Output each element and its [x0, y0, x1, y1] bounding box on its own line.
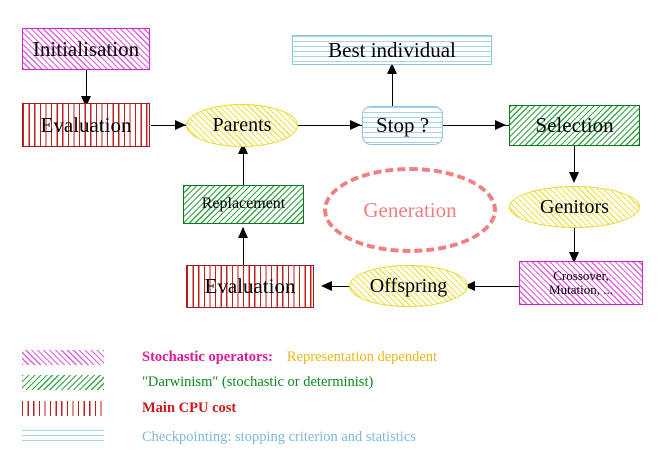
arrowhead-evaluation-to-parents [175, 120, 186, 130]
legend-text-checkpointing: Checkpointing: stopping criterion and st… [142, 429, 416, 445]
arrowhead-parents-to-stop [350, 120, 361, 130]
node-offspring[interactable]: Offspring [349, 265, 468, 307]
connector-offspring-to-evaluation [325, 286, 367, 287]
legend-label-stochastic-operators: Stochastic operators: Representation depe… [142, 349, 437, 366]
connector-evaluation-to-parents [151, 125, 189, 126]
legend-label-checkpointing: Checkpointing: stopping criterion and st… [142, 429, 416, 446]
node-evaluation-bottom[interactable]: Evaluation [186, 265, 314, 308]
connector-replacement-to-parents [243, 144, 244, 186]
node-selection[interactable]: Selection [509, 105, 640, 146]
legend-row-checkpointing: Checkpointing: stopping criterion and st… [22, 429, 416, 446]
legend-swatch-stochastic-operators [22, 350, 104, 365]
node-genitors[interactable]: Genitors [509, 186, 640, 228]
node-replacement[interactable]: Replacement [183, 185, 304, 224]
arrowhead-crossover-to-offspring [464, 281, 475, 291]
arrowhead-initialisation-to-evaluation [81, 96, 91, 107]
node-best-individual[interactable]: Best individual [292, 35, 492, 65]
legend-row-stochastic-operators: Stochastic operators: Representation depe… [22, 349, 437, 366]
legend-label-darwinism: "Darwinism" (stochastic or determinist) [142, 374, 373, 391]
node-parents[interactable]: Parents [186, 104, 298, 147]
connector-crossover-to-offspring [468, 286, 519, 287]
node-crossover-mutation[interactable]: Crossover, Mutation, ... [519, 261, 643, 305]
connector-parents-to-stop [297, 125, 364, 126]
legend-row-darwinism: "Darwinism" (stochastic or determinist) [22, 374, 373, 391]
legend-text-darwinism: "Darwinism" (stochastic or determinist) [142, 374, 374, 390]
node-stop[interactable]: Stop ? [362, 106, 443, 145]
legend-swatch-main-cpu-cost [22, 401, 104, 416]
arrowhead-selection-to-genitors [569, 172, 579, 183]
connector-evaluation-to-replacement [243, 228, 244, 270]
node-generation-boundary: Generation [323, 167, 497, 253]
arrowhead-replacement-to-parents [238, 143, 248, 154]
connector-initialisation-to-evaluation [86, 70, 87, 103]
arrowhead-evaluation-to-replacement [238, 227, 248, 238]
arrowhead-stop-to-selection [495, 120, 506, 130]
node-initialisation[interactable]: Initialisation [22, 28, 150, 70]
legend-label-main-cpu-cost: Main CPU cost [142, 400, 236, 417]
legend-text-main-cpu-cost: Main CPU cost [142, 400, 237, 416]
legend-text-stochastic-operators: Stochastic operators: [142, 349, 273, 365]
connector-selection-to-genitors [574, 146, 575, 181]
connector-stop-to-selection [443, 125, 509, 126]
node-evaluation-top[interactable]: Evaluation [22, 103, 150, 147]
arrowhead-offspring-to-evaluation [321, 281, 332, 291]
legend-row-main-cpu-cost: Main CPU cost [22, 400, 236, 417]
legend-text-representation-dependent: Representation dependent [286, 349, 438, 365]
connector-genitors-to-crossover [574, 228, 575, 261]
arrowhead-genitors-to-crossover [569, 252, 579, 263]
legend-swatch-darwinism [22, 375, 104, 390]
arrowhead-stop-to-best-individual [387, 63, 397, 74]
legend-swatch-checkpointing [22, 430, 104, 445]
connector-stop-to-best-individual [392, 64, 393, 106]
